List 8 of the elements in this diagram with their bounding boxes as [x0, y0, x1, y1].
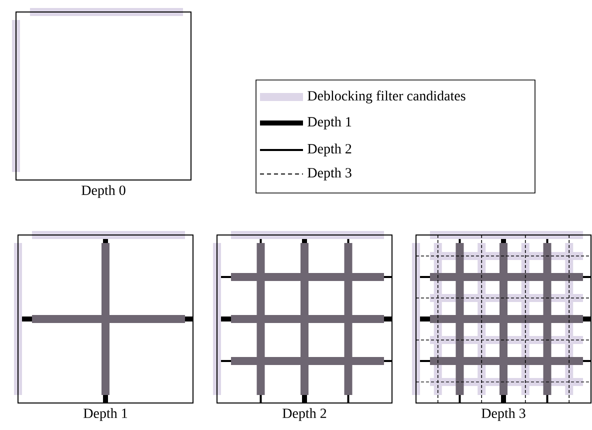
- legend-label: Deblocking filter candidates: [308, 90, 466, 104]
- legend-label: Depth 2: [308, 144, 352, 156]
- caption-label: Depth 2: [282, 408, 326, 421]
- caption-label: Depth 3: [482, 408, 526, 421]
- caption-label: Depth 1: [84, 408, 128, 421]
- legend-label: Depth 3: [308, 168, 352, 180]
- caption-label: Depth 0: [82, 185, 126, 198]
- legend-label: Depth 1: [308, 116, 352, 130]
